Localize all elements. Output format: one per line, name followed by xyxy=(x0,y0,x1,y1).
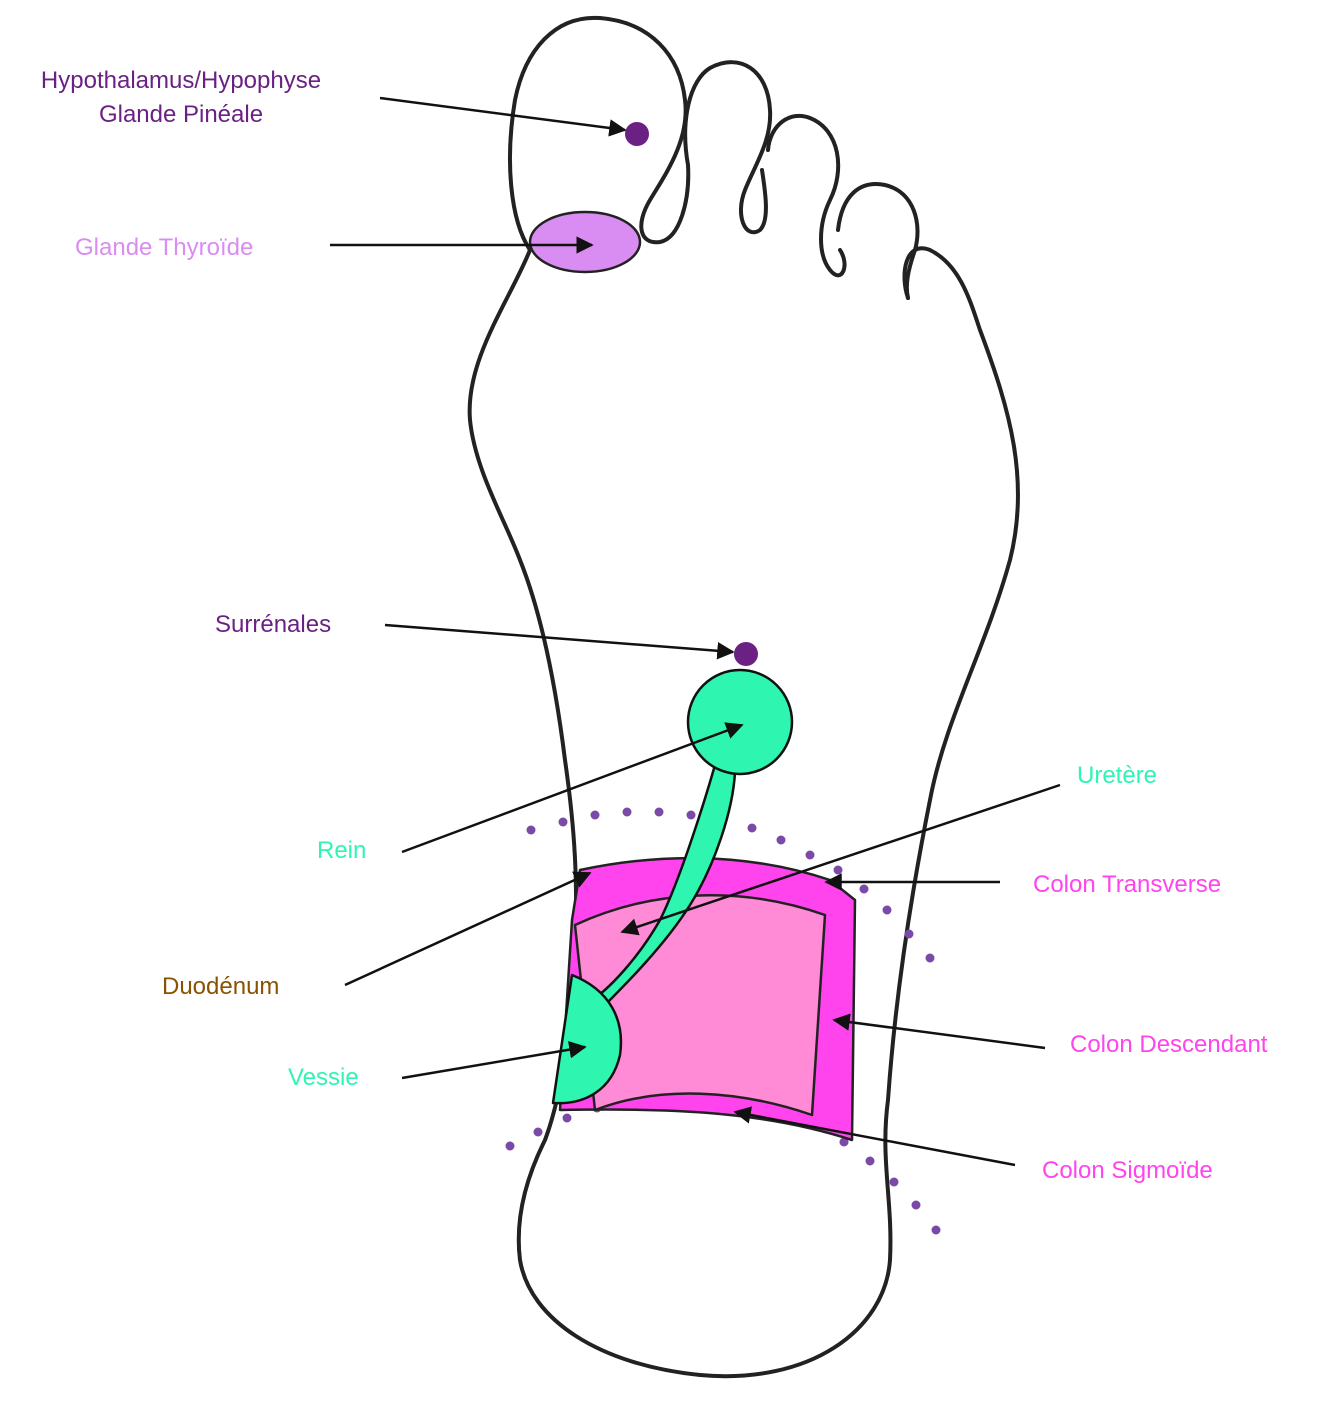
second-toe-outline xyxy=(685,62,770,232)
label-vessie: Vessie xyxy=(288,1064,359,1091)
label-colon-descendant: Colon Descendant xyxy=(1070,1031,1268,1058)
colon-sigmoide-arrow xyxy=(735,1112,1015,1165)
label-surrenales: Surrénales xyxy=(215,611,331,638)
label-colon-transverse: Colon Transverse xyxy=(1033,871,1221,898)
surrenales-arrow xyxy=(385,625,733,652)
fourth-toe-outline xyxy=(838,184,917,298)
pineal-gland-dot xyxy=(625,122,649,146)
label-hypothalamus-line2: Glande Pinéale xyxy=(99,101,263,128)
label-thyroide: Glande Thyroïde xyxy=(75,234,253,261)
label-duodenum: Duodénum xyxy=(162,973,279,1000)
label-colon-sigmoide: Colon Sigmoïde xyxy=(1042,1157,1213,1184)
foot-sole-outline xyxy=(470,248,1018,1376)
third-toe-outline xyxy=(768,116,845,275)
adrenal-gland-dot xyxy=(734,642,758,666)
hypothalamus-arrow xyxy=(380,98,625,130)
label-rein: Rein xyxy=(317,837,366,864)
duodenum-arrow xyxy=(345,873,590,985)
colon-descendant-arrow xyxy=(834,1020,1045,1048)
colon-inner-area xyxy=(575,895,825,1115)
kidney-shape xyxy=(688,670,792,774)
label-uretere: Uretère xyxy=(1077,762,1157,789)
label-hypothalamus-line1: Hypothalamus/Hypophyse xyxy=(41,67,321,94)
thyroid-gland-shape xyxy=(530,212,640,272)
